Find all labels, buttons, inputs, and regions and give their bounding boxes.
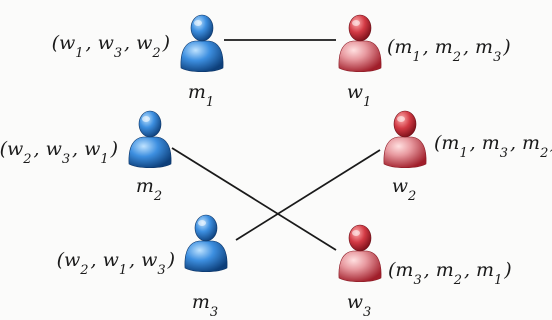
man-m1-icon — [180, 14, 224, 73]
w3-preference-list: (m3 , m2 , m1 ) — [388, 259, 512, 288]
man-m3-icon — [184, 214, 228, 273]
w2-name: w2 — [392, 175, 418, 204]
labels-layer: (w1 , w3 , w2 ) m1 (w2 , w3 , w1 ) m2 (w2 … — [0, 32, 552, 320]
w1-preference-list: (m1 , m2 , m3 ) — [387, 36, 511, 65]
woman-w3-icon — [338, 224, 382, 283]
people-layer — [128, 14, 427, 283]
m3-name: m3 — [192, 291, 220, 320]
w3-name: w3 — [347, 291, 373, 320]
m1-name: m1 — [188, 81, 216, 110]
m2-preference-list: (w2 , w3 , w1 ) — [0, 138, 118, 167]
w1-name: w1 — [347, 81, 373, 110]
matching-edges — [171, 39, 381, 251]
woman-w2-icon — [383, 110, 427, 169]
w2-preference-list: (m1 , m3 , m2 ) — [434, 132, 552, 161]
edge-m3-w2 — [235, 149, 381, 241]
m3-preference-list: (w2 , w1 , w3 ) — [57, 249, 175, 278]
edge-m2-w3 — [171, 147, 337, 251]
man-m2-icon — [128, 110, 172, 169]
woman-w1-icon — [338, 14, 382, 73]
m2-name: m2 — [136, 175, 164, 204]
m1-preference-list: (w1 , w3 , w2 ) — [52, 32, 170, 61]
